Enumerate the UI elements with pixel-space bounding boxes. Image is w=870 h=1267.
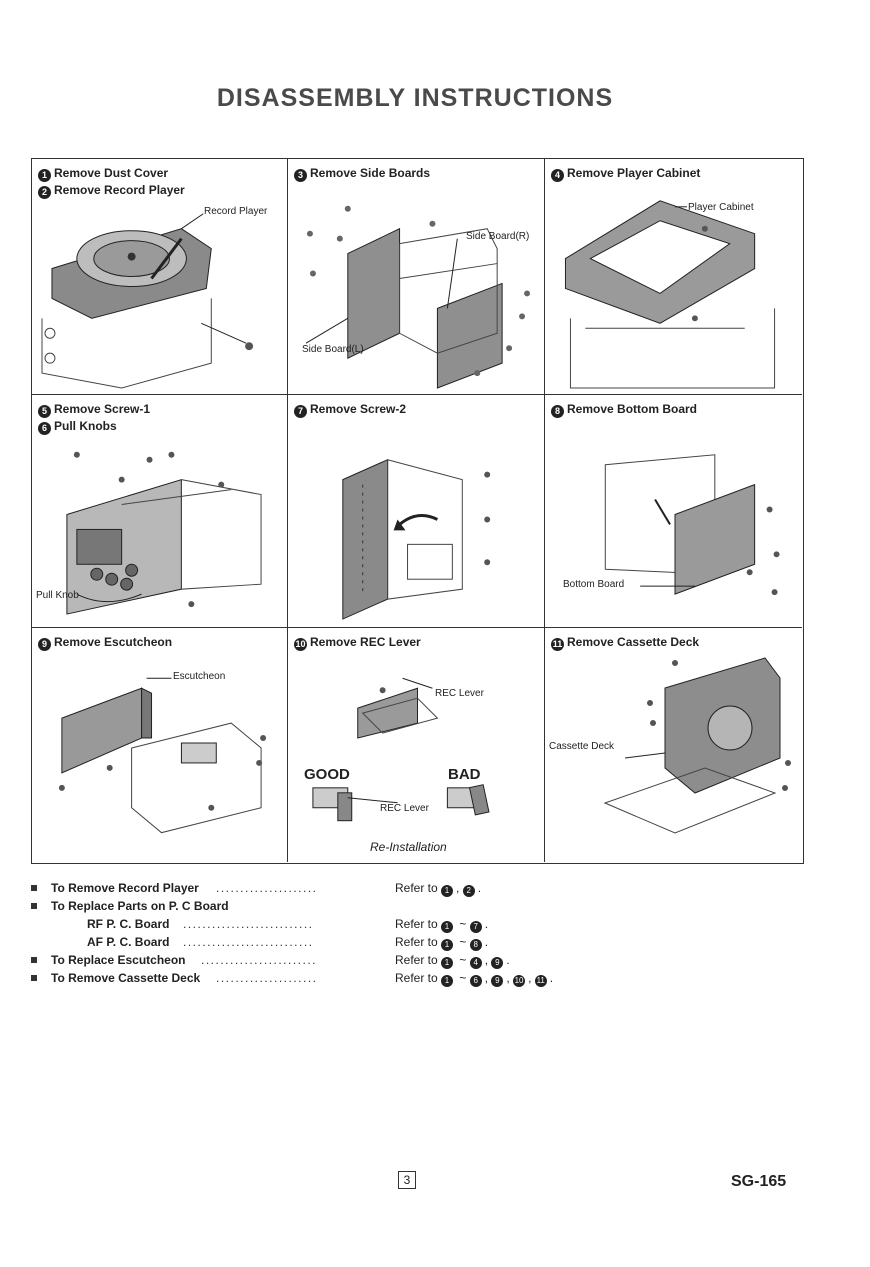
step-number-6: 6 [38,422,51,435]
callout-record-player: Record Player [204,206,268,217]
step-number-8: 8 [551,405,564,418]
step-label: Remove Screw-2 [310,402,407,416]
step-number-4: 4 [551,169,564,182]
leader-dots: ........................... [183,935,314,949]
leader-dots: ..................... [216,971,318,985]
callout-side-board-left: Side Board(L) [302,344,364,355]
leader-dots: ..................... [216,881,318,895]
escutcheon-illustration [58,677,267,834]
callout-pull-knob: Pull Knob [36,590,79,601]
reference-label: To Replace Escutcheon [51,953,186,967]
bad-label: BAD [448,766,481,783]
cassette-deck-illustration [603,657,791,834]
reference-label: AF P. C. Board [87,935,170,949]
step-number-5: 5 [38,405,51,418]
step-number-11: 11 [551,638,564,651]
side-boards-illustration [305,205,531,389]
reference-target: Refer to 1 ~ 8. [395,935,489,951]
step-label: Remove Screw-1 [54,402,151,416]
step-number-3: 3 [294,169,307,182]
reference-target: Refer to 1 ~ 4, 9. [395,953,510,969]
model-number: SG-165 [731,1173,787,1190]
reference-label: RF P. C. Board [87,917,170,931]
screw-2-illustration [342,458,491,620]
step-number-9: 9 [38,638,51,651]
rec-lever-illustration [312,677,490,822]
step-number-2: 2 [38,186,51,199]
callout-rec-lever: REC Lever [435,688,484,699]
step-number-7: 7 [294,405,307,418]
bullet-icon [31,885,37,891]
record-player-illustration [41,213,254,389]
bullet-icon [31,903,37,909]
page-number: 3 [398,1171,416,1189]
callout-cassette-deck: Cassette Deck [549,741,615,752]
reference-target: Refer to 1 ~ 6, 9, 10, 11. [395,971,554,987]
player-cabinet-illustration [564,200,776,389]
reference-label: To Remove Cassette Deck [51,971,201,985]
step-label: Remove Record Player [54,183,185,197]
callout-escutcheon: Escutcheon [173,671,226,682]
callout-side-board-right: Side Board(R) [466,231,530,242]
step-label: Remove Dust Cover [54,166,169,180]
reference-label: To Replace Parts on P. C Board [51,899,229,913]
step-label: Pull Knobs [54,419,117,433]
step-label: Remove Bottom Board [567,402,698,416]
screw-1-illustration [66,451,262,615]
bullet-icon [31,957,37,963]
step-label: Remove REC Lever [310,635,421,649]
step-label: Remove Player Cabinet [567,166,701,180]
bullet-icon [31,975,37,981]
step-label: Remove Side Boards [310,166,431,180]
re-installation-label: Re-Installation [370,840,447,854]
reference-target: Refer to 1, 2. [395,881,482,897]
bottom-board-illustration [604,454,780,596]
page-title: DISASSEMBLY INSTRUCTIONS [216,84,614,112]
callout-player-cabinet: Player Cabinet [688,202,754,213]
leader-dots: ........................ [201,953,318,967]
step-label: Remove Cassette Deck [567,635,700,649]
good-label: GOOD [304,766,350,783]
reference-target: Refer to 1 ~ 7. [395,917,489,933]
step-number-1: 1 [38,169,51,182]
leader-dots: ........................... [183,917,314,931]
callout-bottom-board: Bottom Board [563,579,625,590]
step-number-10: 10 [294,638,307,651]
step-label: Remove Escutcheon [54,635,173,649]
callout-rec-lever-reinstall: REC Lever [380,803,429,814]
reference-label: To Remove Record Player [51,881,199,895]
